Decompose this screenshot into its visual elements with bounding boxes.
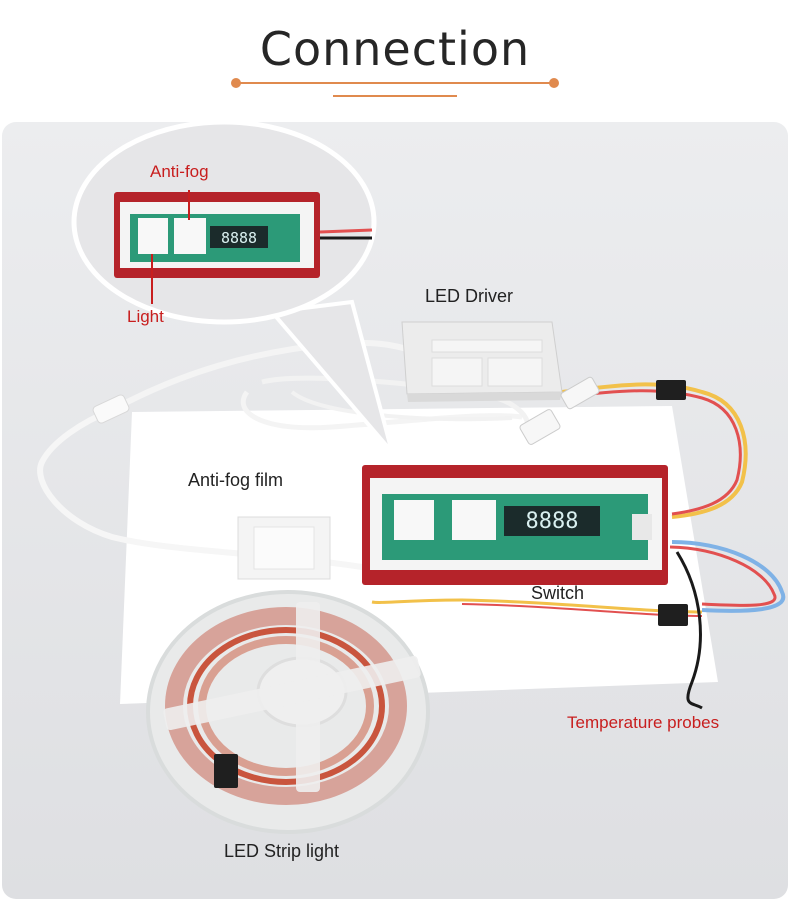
temperature-probes-label: Temperature probes	[567, 713, 720, 732]
anti-fog-film-label: Anti-fog film	[188, 470, 284, 490]
photo-illustration: 8888 8888	[37, 122, 786, 834]
temperature-probe-wire	[675, 551, 703, 710]
divider-dot-right	[549, 78, 559, 88]
led-driver-label: LED Driver	[425, 286, 514, 306]
product-photo: 8888 8888	[2, 122, 788, 899]
white-cable	[240, 390, 523, 431]
blue-wire	[671, 540, 786, 613]
led-driver-box	[401, 321, 600, 445]
anti-fog-label: Anti-fog	[150, 162, 209, 181]
title-underline	[333, 95, 457, 97]
switch-panel: 8888	[362, 465, 668, 585]
red-wire	[561, 389, 742, 516]
zoomed-display-digits: 8888	[221, 229, 257, 247]
yellow-wire	[561, 382, 748, 519]
anti-fog-film-inner	[253, 526, 315, 570]
cable-connector	[92, 394, 130, 424]
switch-display-digits: 8888	[526, 509, 579, 534]
led-strip-light-label: LED Strip light	[224, 841, 340, 861]
switch-label: Switch	[531, 583, 585, 603]
black-connector	[658, 604, 688, 626]
title-divider	[236, 82, 554, 84]
led-strip-reel	[146, 590, 430, 834]
zoomed-switch-panel: 8888	[114, 192, 373, 278]
divider-dot-left	[231, 78, 241, 88]
yellow-wire	[371, 598, 703, 614]
zoom-callout-pointer	[268, 299, 394, 454]
page-title: Connection	[259, 22, 531, 76]
light-label: Light	[127, 307, 164, 326]
white-cable	[290, 390, 513, 422]
red-wire	[669, 545, 777, 607]
black-connector	[656, 380, 686, 400]
